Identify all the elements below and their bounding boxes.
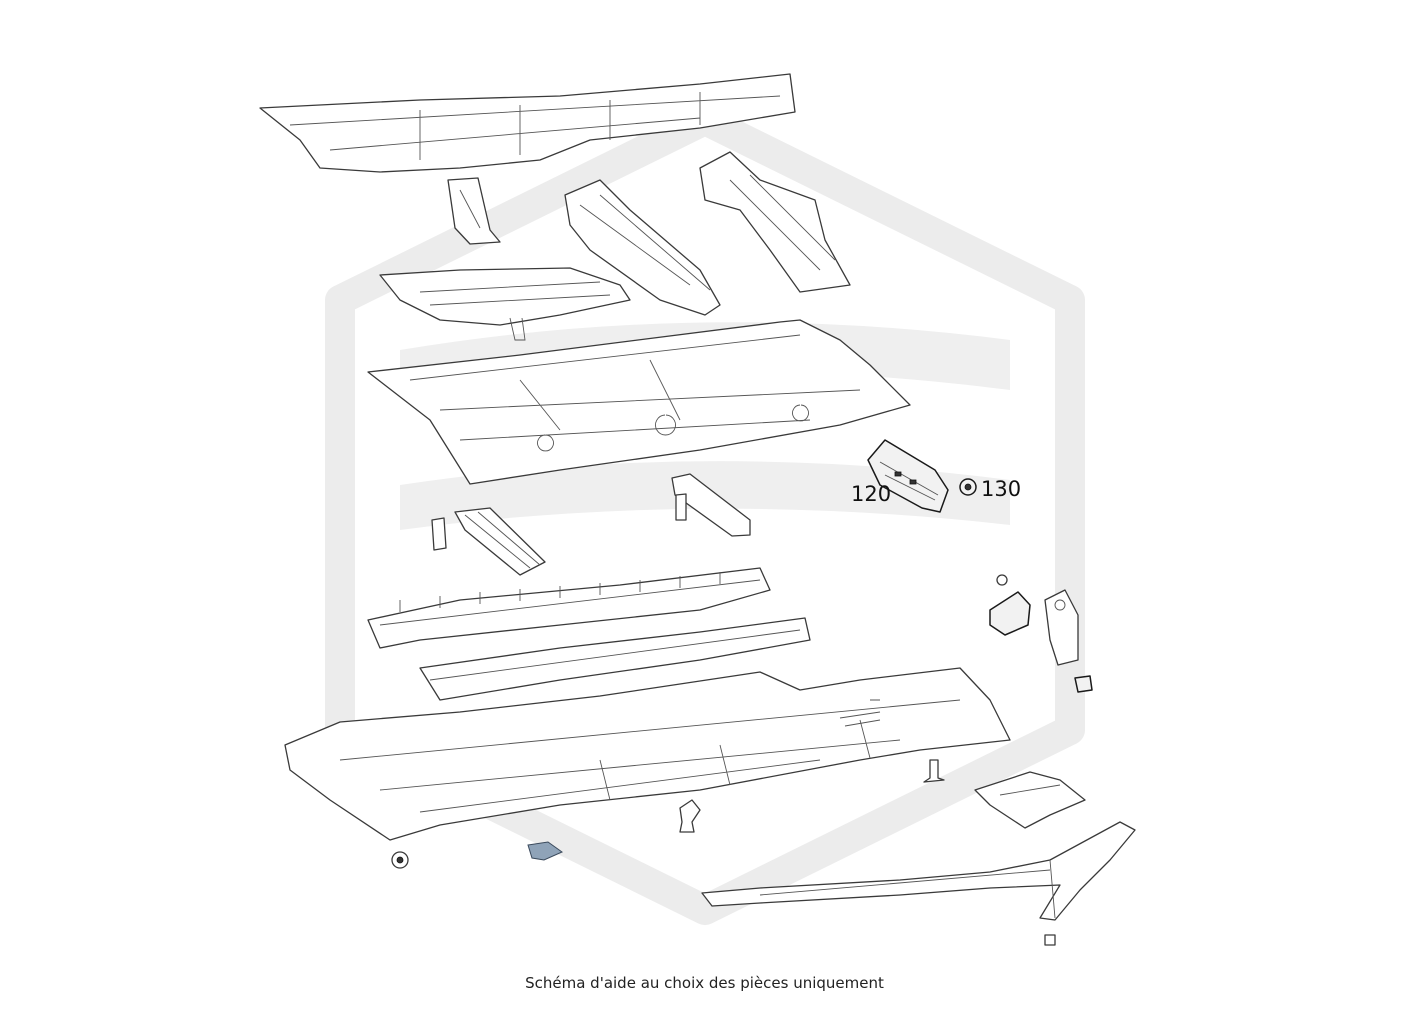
push-clip[interactable] xyxy=(679,799,701,833)
seat-bracket-center[interactable] xyxy=(671,473,751,537)
rear-bracket-right-a[interactable] xyxy=(989,574,1031,636)
seat-crossmember-right[interactable] xyxy=(699,151,851,293)
sill-reinforcement-lower[interactable] xyxy=(419,617,811,701)
tunnel-reinforcement[interactable] xyxy=(564,179,721,316)
disclaimer-caption: Schéma d'aide au choix des pièces unique… xyxy=(525,974,884,992)
underbody-floor-assembly[interactable] xyxy=(284,667,1011,841)
rear-bracket-right-b[interactable] xyxy=(1044,589,1093,693)
callout-120[interactable]: 120 xyxy=(851,482,892,506)
strut-brace[interactable] xyxy=(701,821,1136,946)
callout-130[interactable]: 130 xyxy=(981,477,1022,501)
front-cross-member[interactable] xyxy=(259,73,796,173)
spacer-plate[interactable] xyxy=(527,841,564,861)
seat-rails-left[interactable] xyxy=(431,507,546,576)
part-130-nut[interactable] xyxy=(959,478,977,496)
bracket-left[interactable] xyxy=(447,177,501,245)
screw-stud[interactable] xyxy=(923,759,945,783)
sill-reinforcement-upper[interactable] xyxy=(367,567,771,649)
nut-lower-left[interactable] xyxy=(391,851,409,869)
part-120-bracket[interactable] xyxy=(867,439,949,513)
floor-panel[interactable] xyxy=(367,319,911,485)
front-floor-rail[interactable] xyxy=(379,267,631,341)
rear-mount-plate[interactable] xyxy=(974,771,1086,829)
